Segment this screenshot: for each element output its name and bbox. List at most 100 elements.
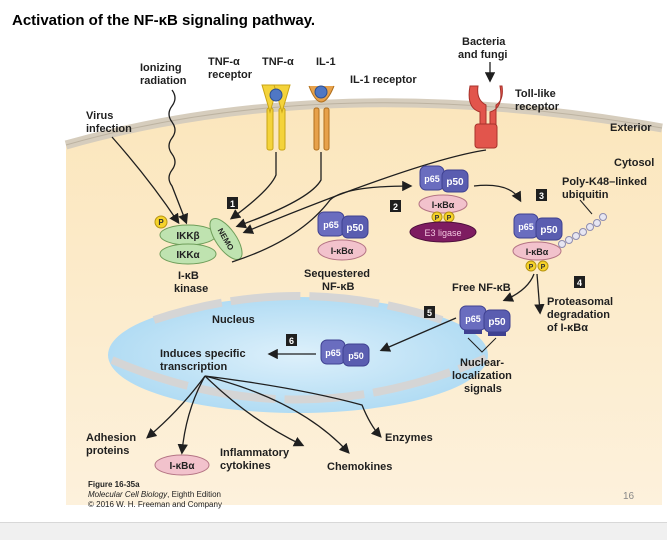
label-free-nfkb: Free NF-κB: [452, 282, 511, 294]
arrow-adhesion: [146, 375, 206, 439]
step-1-badge: 1: [227, 197, 238, 209]
figure-number: Figure 16-35a: [88, 480, 140, 489]
phosphorylated-complex: p65 p50 I-κBα P P E3 ligase: [409, 165, 477, 243]
tnfa-ligand: [269, 88, 283, 102]
svg-text:1: 1: [230, 199, 235, 209]
e3-ligase: [409, 221, 477, 243]
label-virus-2: infection: [86, 123, 132, 135]
svg-text:p65: p65: [325, 348, 341, 358]
label-nucleus: Nucleus: [212, 314, 255, 326]
svg-text:P: P: [435, 215, 440, 222]
svg-text:p65: p65: [323, 220, 339, 230]
arrow-virus: [111, 136, 180, 225]
label-virus: Virus: [86, 110, 113, 122]
phospho-badge-ikk: [154, 215, 168, 229]
label-adhesion-2: proteins: [86, 445, 129, 457]
label-ikb-kinase-2: kinase: [174, 283, 208, 295]
nucleus: [108, 297, 488, 413]
arrow-toll-to-nemo: [242, 149, 487, 234]
arrow-tnf-to-nemo: [229, 152, 277, 220]
label-ionizing-radiation-2: radiation: [140, 75, 187, 87]
slide-title: Activation of the NF-κB signaling pathwa…: [12, 12, 315, 29]
arrow-il1-to-nemo: [235, 152, 322, 229]
arrow-to-ubiquitinated: [473, 184, 522, 203]
svg-text:p65: p65: [465, 314, 481, 324]
bottom-bar: [0, 522, 667, 540]
svg-text:3: 3: [539, 191, 544, 201]
ikkb-label: IKKβ: [176, 231, 199, 242]
step-2-badge: 2: [390, 200, 401, 212]
step-6-badge: 6: [286, 334, 297, 346]
toll-like-receptor: [468, 85, 503, 149]
label-il1-receptor: IL-1 receptor: [350, 74, 417, 86]
ikba-product: I-κBα: [154, 454, 210, 476]
copyright: © 2016 W. H. Freeman and Company: [88, 500, 222, 509]
label-inflammatory-2: cytokines: [220, 460, 271, 472]
label-proteasomal: Proteasomal: [547, 296, 613, 308]
svg-text:6: 6: [289, 336, 294, 346]
label-ikb-kinase: I-κB: [178, 270, 199, 282]
svg-text:P: P: [541, 264, 546, 271]
svg-text:I-κBα: I-κBα: [169, 461, 195, 472]
step-3-badge: 3: [536, 189, 547, 201]
label-induces: Induces specific: [160, 348, 246, 360]
label-polyk48-2: ubiquitin: [562, 189, 609, 201]
svg-text:p65: p65: [518, 222, 534, 232]
label-proteasomal-3: of I-κBα: [547, 322, 588, 334]
arrow-into-nucleus: [379, 317, 457, 352]
label-tnfa: TNF-α: [262, 56, 294, 68]
label-induces-2: transcription: [160, 361, 228, 373]
svg-text:p50: p50: [488, 317, 506, 328]
label-cytosol: Cytosol: [614, 157, 654, 169]
step-5-badge: 5: [424, 306, 435, 318]
arrow-chemokines: [204, 375, 350, 454]
label-bacteria-2: and fungi: [458, 49, 508, 61]
label-chemokines: Chemokines: [327, 461, 392, 473]
arrow-enzymes: [204, 375, 382, 438]
svg-text:p50: p50: [446, 177, 464, 188]
tnfa-receptor: [261, 84, 291, 151]
label-tnfa-receptor-2: receptor: [208, 69, 253, 81]
arrow-inflammatory: [204, 375, 305, 447]
nls-pointer: [467, 337, 497, 353]
label-sequestered: Sequestered: [304, 268, 370, 280]
ubiquitinated-complex: p65 p50 I-κBα P P: [512, 213, 607, 272]
nuclear-nfkb-complex: p65 p50: [320, 339, 370, 367]
svg-text:5: 5: [427, 308, 432, 318]
svg-text:P: P: [529, 264, 534, 271]
svg-text:2: 2: [393, 202, 398, 212]
label-tnfa-receptor: TNF-α: [208, 56, 240, 68]
arrow-ikba-product: [177, 375, 206, 455]
svg-text:E3 ligase: E3 ligase: [424, 228, 461, 238]
arrow-polyk48-pointer: [579, 199, 593, 215]
label-sequestered-2: NF-κB: [322, 281, 354, 293]
free-nfkb-complex: p65 p50: [459, 305, 511, 336]
nuclear-envelope-top: [152, 292, 444, 324]
arrow-ikk-to-complex: [231, 180, 413, 263]
arrow-to-free-nfkb: [502, 273, 535, 302]
step-4-badge: 4: [574, 276, 585, 288]
svg-text:p50: p50: [348, 351, 364, 361]
label-toll-like: Toll-like: [515, 88, 556, 100]
arrow-to-proteasome: [534, 273, 545, 315]
nuclear-envelope-bottom: [110, 354, 488, 404]
label-bacteria: Bacteria: [462, 36, 506, 48]
label-proteasomal-2: degradation: [547, 309, 610, 321]
svg-text:I-κBα: I-κBα: [331, 246, 354, 256]
label-il1: IL-1: [316, 56, 336, 68]
svg-text:P: P: [158, 218, 164, 227]
label-toll-like-2: receptor: [515, 101, 560, 113]
svg-text:4: 4: [577, 278, 582, 288]
ikka-label: IKKα: [176, 250, 200, 261]
svg-text:P: P: [447, 215, 452, 222]
book-citation: Molecular Cell Biology, Eighth Edition: [88, 490, 221, 499]
ubiquitin-chain: [558, 213, 607, 248]
label-inflammatory: Inflammatory: [220, 447, 290, 459]
svg-text:I-κBα: I-κBα: [432, 200, 455, 210]
il1-receptor: [308, 85, 335, 151]
label-ionizing-radiation: Ionizing: [140, 62, 182, 74]
sequestered-nfkb-complex: p65 p50 I-κBα: [317, 211, 369, 261]
il1-ligand: [314, 85, 328, 99]
